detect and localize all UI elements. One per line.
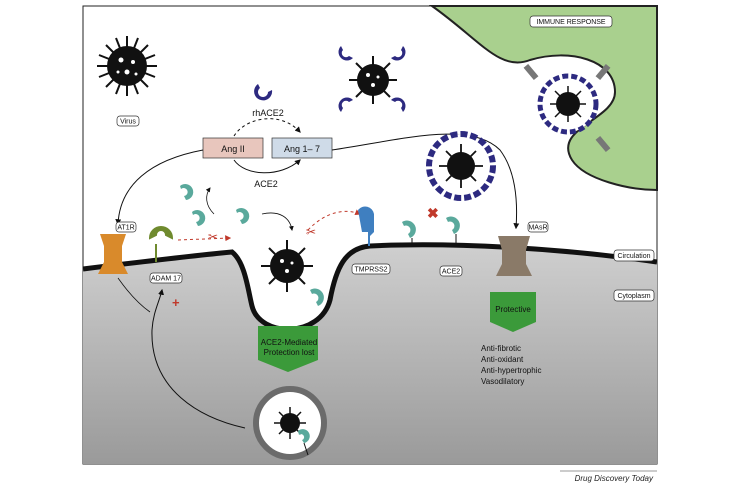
adam17-label: ADAM 17 [149,272,183,284]
virus-label: Virus [116,115,140,127]
at1r-adam17-link [117,277,151,313]
bound-ace2-icon [310,288,324,306]
rhace2-icon [254,84,273,101]
shed-arrow [205,187,215,215]
ace2-receptor-icons [402,216,460,238]
antibody-coated-virus [426,131,496,201]
immune-engulfed-virus [537,73,599,135]
tmprss2-cleavage-arrow [307,209,362,231]
svg-text:Cytoplasm: Cytoplasm [617,293,650,300]
svg-text:Virus: Virus [120,119,136,126]
ace2-label: ACE2 [439,265,463,277]
protection-lost-line1: ACE2-Mediated [261,338,317,347]
ace2-stalks [411,234,457,246]
at1r-label: AT1R [115,221,137,233]
rhace2-label: rhACE2 [252,108,284,118]
ang2-box: Ang II [202,137,264,159]
endosome [253,386,327,460]
svg-text:AT1R: AT1R [117,225,134,232]
plasma-membrane [82,242,658,332]
ang2-to-at1r-arrow [115,149,204,226]
protective-chevron [490,292,536,332]
protective-label: Protective [495,305,531,314]
effects-list: Anti-fibrotic Anti-oxidant Anti-hypertro… [481,344,541,386]
adam17-icon [148,226,174,262]
entry-arrow [261,212,294,231]
svg-text:Circulation: Circulation [617,253,650,260]
shed-ace2-icons [180,184,250,226]
tmprss2-label: TMPRSS2 [351,263,391,275]
svg-text:Ang II: Ang II [221,144,245,154]
svg-text:TMPRSS2: TMPRSS2 [354,267,387,274]
masr-receptor-icon [496,236,532,276]
ang17-box: Ang 1– 7 [271,137,333,159]
tmprss2-icon [358,206,374,246]
cytoplasm-label: Cytoplasm [613,289,655,302]
immune-receptor-icons [523,63,611,153]
protection-lost-line2: Protection lost [264,348,315,357]
protection-lost-chevron [258,326,318,372]
adam17-shedding-arrow [177,235,232,242]
adam17-activation-arrow [151,288,246,429]
virus-icon [97,36,157,96]
journal-credit: Drug Discovery Today [574,474,653,483]
blocked-x-icon: ✖ [427,205,439,221]
svg-text:ACE2: ACE2 [442,269,460,276]
scissors-icon: ✂ [208,230,218,244]
masr-label: MAsR [527,221,549,233]
svg-text:MAsR: MAsR [528,225,547,232]
ace2-conversion-label: ACE2 [254,179,278,189]
plus-icon: + [172,295,180,310]
ace2-conversion-arrow [233,159,301,174]
svg-text:ADAM 17: ADAM 17 [151,276,181,283]
rhace2-arrow [233,118,301,137]
scissors-icon-2: ✂ [306,225,316,239]
effect-item: Anti-oxidant [481,355,524,364]
ang17-to-masr-arrow [331,133,520,230]
virus-antibody-complex [338,46,406,112]
svg-text:Ang 1– 7: Ang 1– 7 [284,144,320,154]
at1r-receptor-icon [98,234,128,274]
effect-item: Anti-fibrotic [481,344,521,353]
circulation-label: Circulation [613,249,655,262]
svg-text:IMMUNE RESPONSE: IMMUNE RESPONSE [536,19,606,26]
immune-response-label: IMMUNE RESPONSE [529,15,613,28]
effect-item: Vasodilatory [481,377,524,386]
entering-virus-icon [261,240,313,292]
effect-item: Anti-hypertrophic [481,366,541,375]
